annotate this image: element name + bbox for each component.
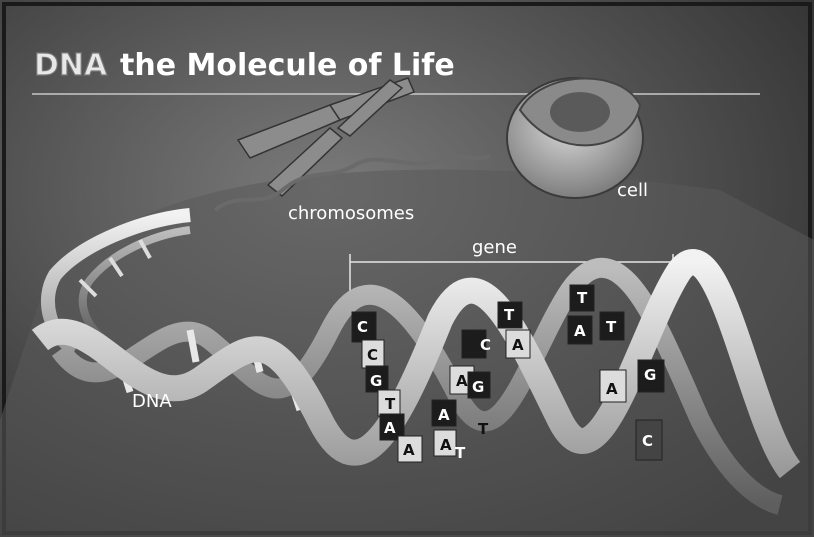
base-letter: T [455,444,466,462]
base-letter: A [438,406,450,424]
base-letter: A [403,441,415,459]
base-letter: G [370,372,382,390]
base-letter: T [385,395,396,413]
base-letter: T [504,306,515,324]
base-letter: T [577,289,588,307]
base-letter: A [574,322,586,340]
base-letter: G [472,378,484,396]
chromosomes-label: chromosomes [288,203,414,224]
base-letter: A [606,380,618,398]
base-letter: C [642,432,653,450]
base-letter: G [644,366,656,384]
base-letter: C [367,346,378,364]
base-letter: A [456,372,468,390]
base-letter: A [440,436,452,454]
cell-label: cell [617,180,648,201]
base-letter: T [478,420,489,438]
title-text: the Molecule of Life [120,48,455,83]
base-letter: T [606,318,617,336]
base-letter: C [480,336,491,354]
dna-label: DNA [132,391,172,412]
base-letter: C [357,318,368,336]
base-letter: A [512,336,524,354]
gene-label: gene [472,237,517,258]
base-letter: A [384,419,396,437]
title-prefix: DNA [34,48,108,83]
